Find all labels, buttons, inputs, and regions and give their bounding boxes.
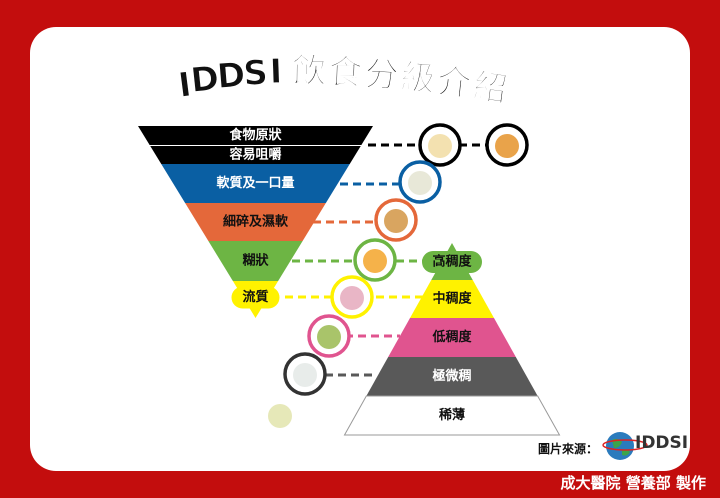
drink-level-band (388, 318, 516, 357)
image-source-label: 圖片來源： (538, 442, 599, 456)
food-photo (340, 286, 364, 310)
drink-level-label: 高稠度 (432, 254, 472, 270)
drink-level-pill (422, 251, 482, 273)
food-level-label: 食物原狀 (229, 127, 282, 143)
food-photo (317, 325, 341, 349)
food-level-band (208, 241, 303, 281)
food-photo (363, 249, 387, 273)
drink-level-label: 極微稠 (431, 368, 471, 384)
drink-level-label: 中稠度 (432, 291, 472, 307)
credit-text: 成大醫院 營養部 製作 (560, 474, 706, 492)
food-level-label: 細碎及濕軟 (223, 214, 289, 230)
food-photo (293, 363, 317, 387)
food-photo (495, 134, 519, 158)
title-char: I (269, 52, 283, 92)
drink-level-band (343, 395, 561, 436)
iddsi-globe-logo (606, 432, 634, 460)
title-char: 分 (363, 54, 399, 96)
title-char: 食 (328, 52, 364, 93)
title-char: I (176, 65, 194, 106)
drink-level-band (366, 357, 538, 396)
food-level-band (150, 146, 361, 164)
food-level-band (138, 126, 373, 145)
title-char: 級 (399, 57, 436, 100)
title-char: 紹 (471, 66, 510, 110)
title-char: D (215, 55, 246, 97)
iddsi-globe-land (612, 438, 630, 456)
food-photo (268, 404, 292, 428)
drink-level-label: 稀薄 (439, 407, 465, 423)
food-level-band (185, 203, 326, 241)
iddsi-logo-ring (602, 439, 648, 451)
drink-level-label: 低稠度 (431, 329, 472, 345)
food-level-label: 容易咀嚼 (228, 147, 281, 163)
food-level-label: 糊狀 (242, 253, 269, 269)
food-level-label: 軟質及一口量 (216, 175, 294, 191)
iddsi-logo-text: IDDSI (635, 433, 688, 453)
food-photo (408, 171, 432, 195)
food-level-pill (231, 286, 280, 309)
food-photo (384, 209, 408, 233)
food-level-label: 流質 (242, 289, 268, 305)
food-level-band (161, 164, 350, 203)
drink-level-band (410, 280, 494, 318)
title-char: 介 (435, 61, 474, 104)
food-photo (428, 134, 452, 158)
title-char: D (189, 58, 221, 101)
title-char: 飲 (292, 51, 327, 91)
title-char: S (242, 53, 269, 94)
